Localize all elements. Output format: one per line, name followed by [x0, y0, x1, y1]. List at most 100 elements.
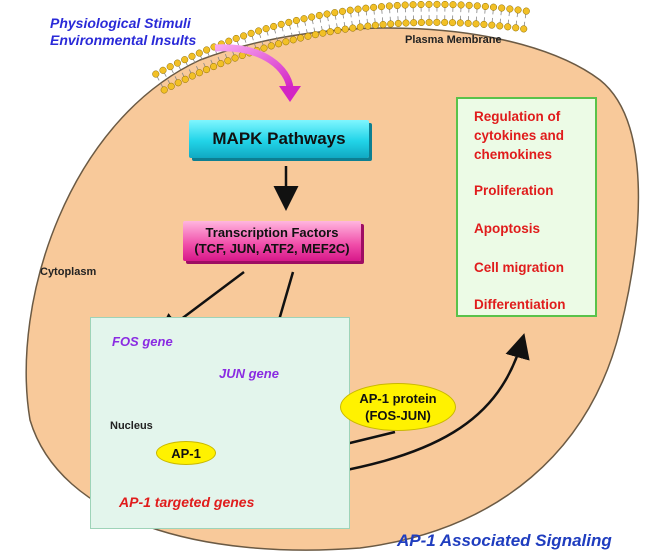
lipid-head [315, 11, 323, 20]
lipid-head [448, 19, 457, 27]
ap1-protein-oval: AP-1 protein (FOS-JUN) [340, 383, 456, 431]
lipid-head [334, 26, 342, 34]
diagram-title: AP-1 Associated Signaling [397, 531, 612, 550]
lipid-head [401, 1, 409, 9]
mapk-pathways-box: MAPK Pathways [189, 120, 369, 158]
transcription-factors-box: Transcription Factors (TCF, JUN, ATF2, M… [183, 221, 361, 261]
lipid-head [370, 3, 378, 11]
lipid-head [270, 22, 278, 31]
mapk-label: MAPK Pathways [212, 129, 346, 148]
lipid-head [512, 24, 520, 32]
lipid-head [409, 1, 417, 9]
lipid-head [289, 36, 297, 44]
stimuli-line-1: Physiological Stimuli [50, 15, 191, 31]
lipid-head [504, 23, 512, 31]
lipid-head [472, 20, 480, 28]
lipid-head [173, 59, 181, 67]
lipid-head [520, 25, 528, 33]
fos-gene-label: FOS gene [112, 334, 173, 349]
lipid-head [188, 72, 196, 80]
ap1-protein-line2: (FOS-JUN) [365, 408, 431, 423]
lipid-head [341, 25, 349, 33]
lipid-head [456, 19, 464, 27]
lipid-head [488, 21, 496, 29]
lipid-head [217, 60, 225, 68]
lipid-head [379, 21, 387, 29]
lipid-head [394, 19, 402, 27]
outcome-apoptosis: Apoptosis [474, 221, 540, 236]
lipid-head [481, 2, 489, 11]
lipid-head [354, 5, 362, 13]
lipid-head [465, 1, 473, 9]
lipid-head [449, 1, 457, 9]
outcome-regulation-line1: Regulation of [474, 109, 561, 124]
lipid-head [277, 20, 285, 28]
lipid-head [402, 19, 410, 27]
lipid-head [247, 29, 255, 37]
lipid-head [514, 6, 522, 14]
outcome-proliferation: Proliferation [474, 183, 554, 198]
lipid-head [349, 24, 357, 32]
lipid-head [203, 46, 211, 54]
lipid-head [285, 18, 293, 26]
lipid-head [457, 1, 465, 9]
outcome-cell-migration: Cell migration [474, 260, 565, 275]
lipid-head [210, 63, 218, 71]
lipid-head [417, 0, 425, 9]
lipid-head [410, 19, 418, 27]
lipid-head [297, 34, 305, 42]
lipid-head [292, 16, 300, 25]
lipid-head [275, 40, 283, 48]
lipid-head [282, 38, 290, 46]
lipid-head [308, 13, 316, 21]
lipid-head [385, 2, 393, 10]
lipid-head [417, 18, 425, 27]
lipid-head [195, 49, 203, 57]
lipid-head [304, 32, 312, 40]
tf-title: Transcription Factors [205, 225, 339, 240]
lipid-head [377, 3, 386, 11]
lipid-head [300, 15, 308, 23]
lipid-head [326, 28, 334, 36]
jun-gene-label: JUN gene [219, 366, 279, 381]
lipid-head [159, 66, 167, 74]
stimuli-arrowhead [279, 86, 301, 102]
lipid-head [522, 7, 530, 15]
plasma-membrane [152, 0, 530, 94]
stimuli-label: Physiological Stimuli Environmental Insu… [50, 15, 196, 49]
lipid-head [195, 69, 203, 77]
lipid-head [425, 0, 433, 8]
cytoplasm-label: Cytoplasm [40, 266, 97, 278]
nucleus-region [90, 317, 350, 529]
lipid-head [166, 63, 174, 71]
lipid-head [387, 20, 395, 28]
lipid-head [323, 10, 331, 18]
lipid-head [232, 34, 240, 43]
lipid-head [181, 75, 189, 83]
outcome-regulation-line2: cytokines and [474, 128, 565, 143]
lipid-head [425, 18, 433, 26]
lipid-head [181, 56, 189, 64]
lipid-head [364, 22, 372, 30]
ap1-targeted-genes-label: AP-1 targeted genes [119, 494, 255, 510]
plasma-membrane-label: Plasma Membrane [405, 34, 502, 46]
lipid-head [174, 79, 182, 87]
lipid-head [480, 20, 488, 28]
lipid-head [371, 21, 379, 29]
lipid-head [489, 3, 498, 11]
lipid-head [160, 86, 168, 94]
lipid-head [152, 70, 160, 78]
stimuli-line-2: Environmental Insults [50, 32, 197, 48]
lipid-head [262, 25, 270, 33]
ap1-badge: AP-1 [156, 441, 216, 465]
lipid-head [331, 9, 339, 17]
lipid-head [496, 22, 504, 30]
lipid-head [260, 44, 268, 52]
lipid-head [224, 57, 232, 65]
outcome-differentiation: Differentiation [474, 297, 566, 312]
lipid-head [338, 7, 347, 15]
ap1-badge-label: AP-1 [171, 445, 201, 461]
nucleus-label: Nucleus [110, 420, 153, 432]
lipid-head [433, 18, 441, 26]
